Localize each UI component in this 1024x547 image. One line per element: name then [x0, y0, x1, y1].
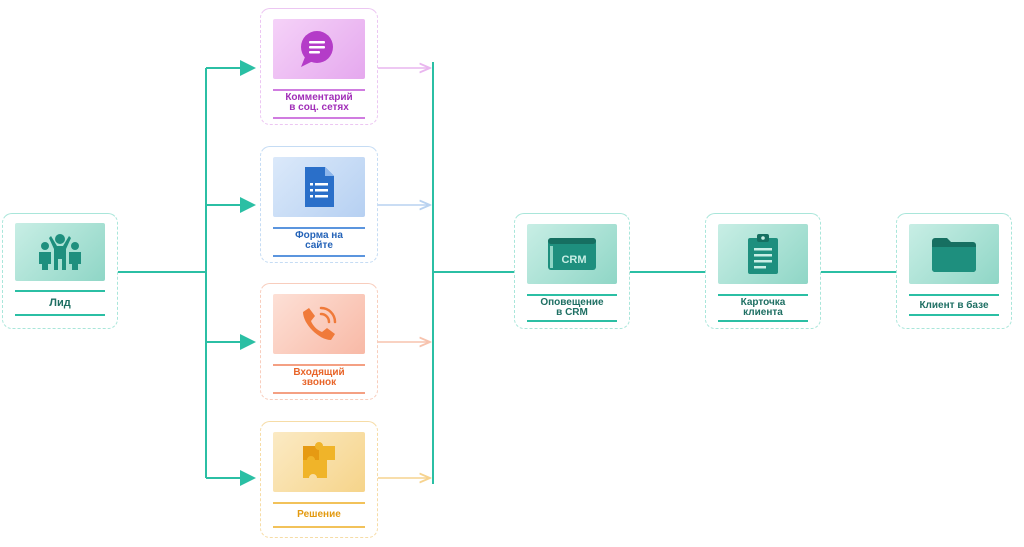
label-line-1: Карточка — [740, 297, 786, 308]
divider-top — [718, 294, 808, 296]
label-line-1: Оповещение — [540, 297, 604, 308]
clipboard-icon — [718, 224, 808, 284]
divider-bottom — [273, 117, 365, 119]
node-incoming-call: Входящий звонок — [260, 283, 378, 400]
phone-icon — [273, 294, 365, 354]
divider-top — [273, 89, 365, 91]
divider-bottom — [718, 320, 808, 322]
label-text: Клиент в базе — [919, 300, 989, 311]
label-line-1: Входящий — [293, 367, 345, 378]
divider-bottom — [273, 392, 365, 394]
node-lead-label: Лид — [9, 297, 111, 309]
divider-bottom — [527, 320, 617, 322]
node-lead: Лид — [2, 213, 118, 329]
node-client-card: Карточка клиента — [705, 213, 821, 329]
divider-top — [15, 290, 105, 292]
label-text: Лид — [49, 297, 71, 309]
divider-top — [273, 364, 365, 366]
node-site-form: Форма на сайте — [260, 146, 378, 263]
node-social-comment: Комментарий в соц. сетях — [260, 8, 378, 125]
label-line-2: в CRM — [556, 307, 588, 318]
divider-bottom — [273, 526, 365, 528]
node-client-in-db: Клиент в базе — [896, 213, 1012, 329]
label-line-2: звонок — [301, 377, 337, 388]
node-card-label: Карточка клиента — [712, 298, 814, 318]
label-line-2: сайте — [305, 240, 333, 251]
divider-top — [527, 294, 617, 296]
label-line-2: клиента — [743, 307, 783, 318]
node-call-label: Входящий звонок — [267, 368, 371, 388]
label-text: Решение — [297, 509, 341, 520]
divider-bottom — [909, 314, 999, 316]
node-form-label: Форма на сайте — [267, 231, 371, 251]
divider-top — [909, 294, 999, 296]
label-line-1: Комментарий — [285, 92, 353, 103]
node-crm-label: Оповещение в CRM — [521, 298, 623, 318]
node-solution-label: Решение — [267, 510, 371, 520]
node-client-label: Клиент в базе — [903, 301, 1005, 311]
chat-bubble-icon — [273, 19, 365, 79]
divider-bottom — [15, 314, 105, 316]
folder-icon — [909, 224, 999, 284]
divider-bottom — [273, 255, 365, 257]
divider-top — [273, 502, 365, 504]
label-line-2: в соц. сетях — [289, 102, 349, 113]
node-crm-notification: CRM Оповещение в CRM — [514, 213, 630, 329]
puzzle-icon — [273, 432, 365, 492]
label-line-1: Форма на — [295, 230, 343, 241]
crm-window-icon: CRM — [527, 224, 617, 284]
node-social-label: Комментарий в соц. сетях — [267, 93, 371, 113]
divider-top — [273, 227, 365, 229]
document-form-icon — [273, 157, 365, 217]
people-icon — [15, 223, 105, 281]
crm-icon-text: CRM — [561, 254, 586, 266]
node-solution: Решение — [260, 421, 378, 538]
